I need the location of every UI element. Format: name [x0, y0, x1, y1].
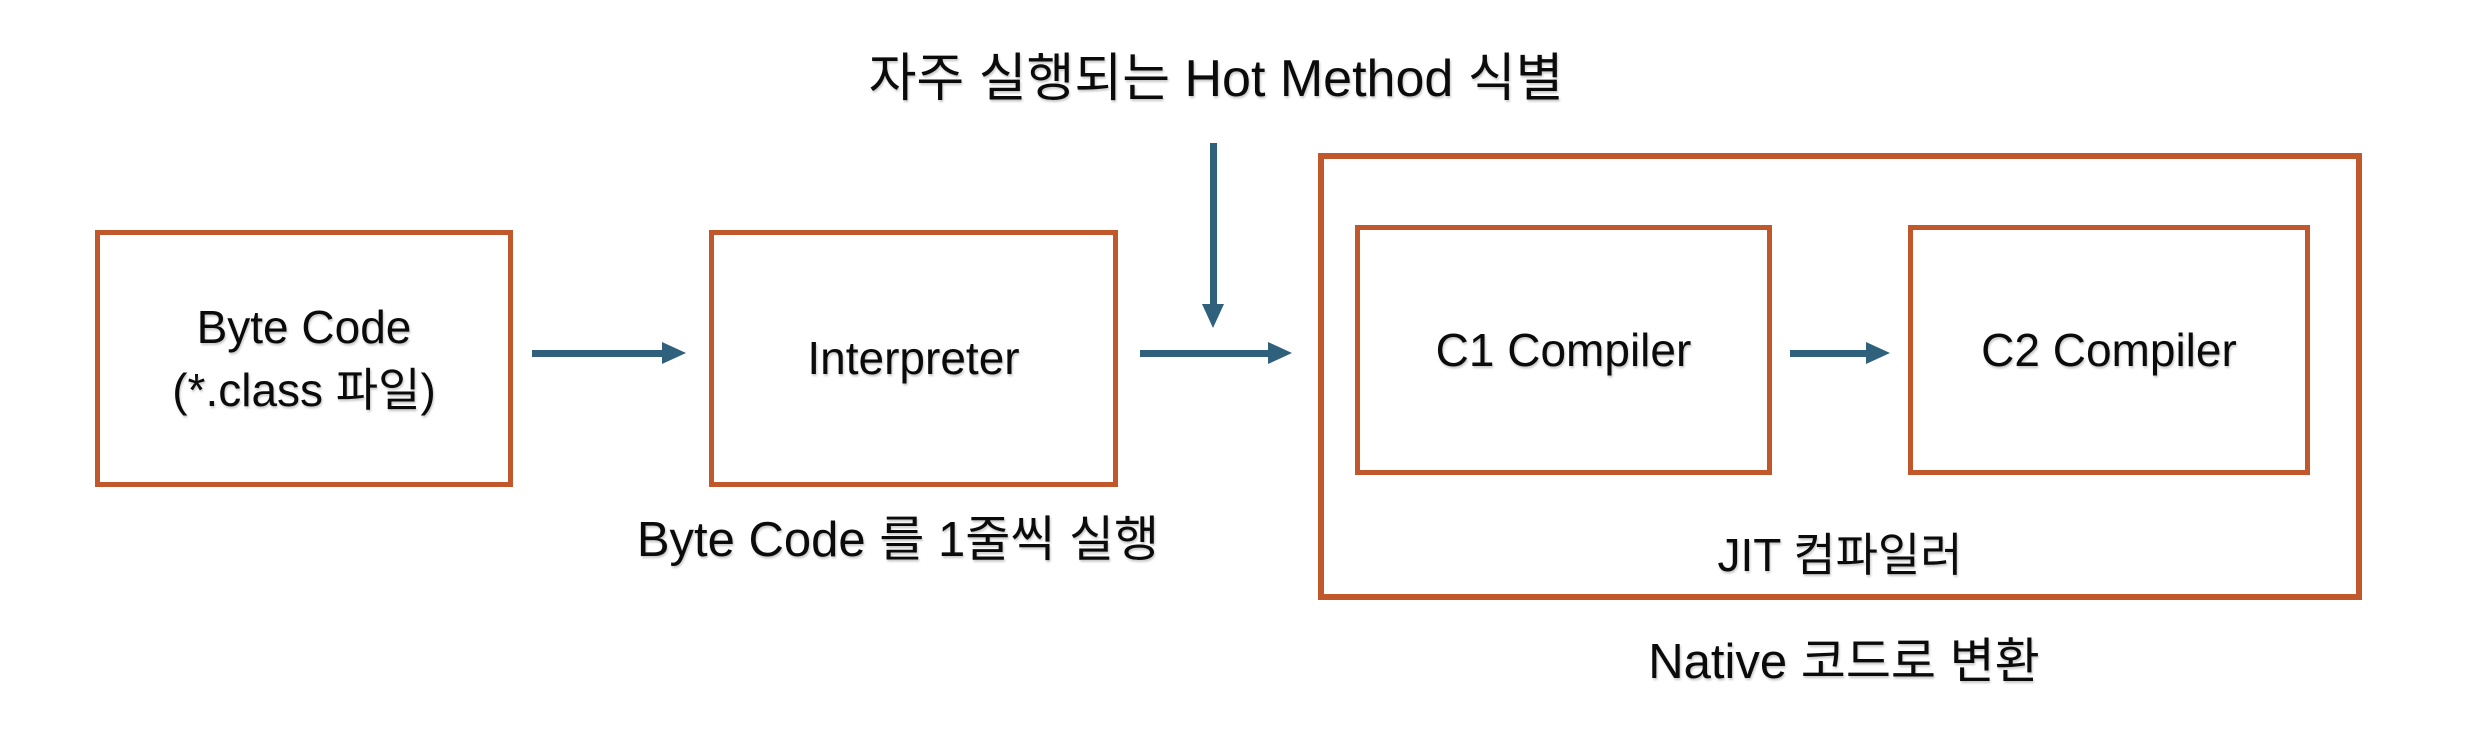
- arrowhead-right-icon: [662, 342, 686, 364]
- arrow-line: [532, 350, 662, 357]
- byte-code-box: Byte Code (*.class 파일): [95, 230, 513, 487]
- byte-code-label-line2: (*.class 파일): [172, 363, 436, 416]
- arrow-line: [1140, 350, 1268, 357]
- interpreter-label: Interpreter: [807, 332, 1020, 385]
- arrow-line: [1790, 350, 1866, 357]
- jit-compiler-group-label: JIT 컴파일러: [1717, 529, 1963, 581]
- c1-compiler-label: C1 Compiler: [1435, 323, 1692, 376]
- jit-compiler-group-box: [1318, 153, 2362, 600]
- native-code-caption: Native 코드로 변환: [1648, 635, 2040, 689]
- arrow-line: [1210, 143, 1217, 304]
- hot-method-title: 자주 실행되는 Hot Method 식별: [868, 50, 1564, 108]
- interpreter-box: Interpreter: [709, 230, 1118, 487]
- byte-code-label-line1: Byte Code: [196, 301, 412, 354]
- arrowhead-right-icon: [1866, 342, 1890, 364]
- interpreter-caption: Byte Code 를 1줄씩 실행: [636, 513, 1160, 567]
- arrowhead-down-icon: [1202, 304, 1224, 328]
- c2-compiler-box: C2 Compiler: [1908, 225, 2310, 475]
- arrowhead-right-icon: [1268, 342, 1292, 364]
- c1-compiler-box: C1 Compiler: [1355, 225, 1772, 475]
- c2-compiler-label: C2 Compiler: [1981, 323, 2237, 376]
